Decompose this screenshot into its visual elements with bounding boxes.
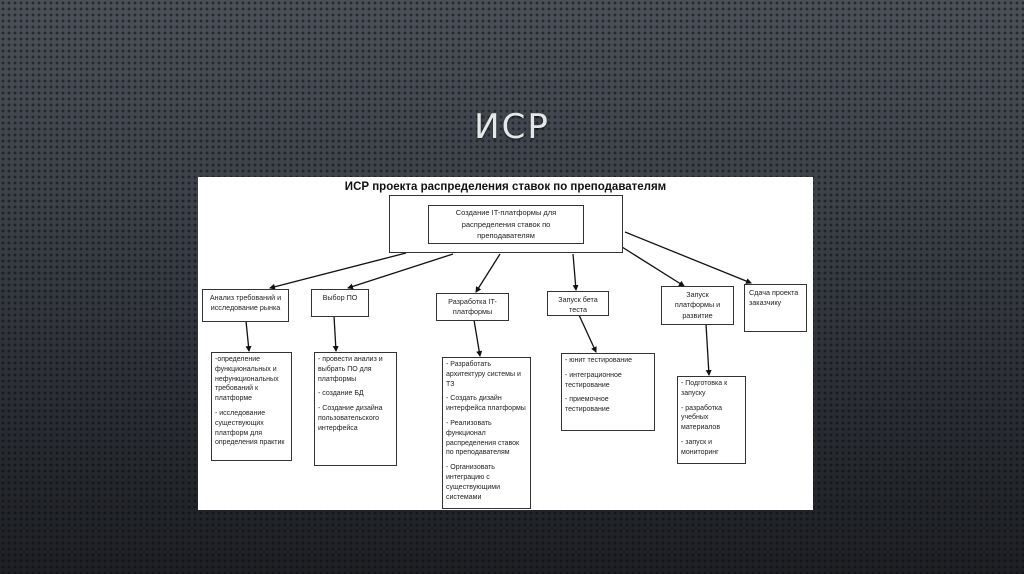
- connector-root-phase-6: [624, 231, 752, 284]
- task-item: - юнит тестирование: [565, 357, 633, 364]
- root-node-label: Создание IT-платформы для распределения …: [455, 208, 557, 241]
- tasks-box-launch: - Подготовка к запуску - разработка учеб…: [677, 376, 746, 464]
- phase-node-software-selection: Выбор ПО: [311, 289, 369, 317]
- wbs-diagram-panel: ИСР проекта распределения ставок по преп…: [198, 177, 813, 510]
- tasks-box-development: - Разработать архитектуру системы и ТЗ -…: [442, 357, 531, 509]
- connector-root-phase-3: [475, 253, 501, 293]
- task-item: - приемочное тестирование: [565, 396, 610, 414]
- connector-phase-2-tasks: [332, 315, 339, 352]
- task-item: - разработка учебных материалов: [681, 404, 723, 432]
- phase-label: Анализ требований и исследование рынка: [209, 293, 282, 313]
- phase-label: Запуск бета теста: [558, 295, 598, 315]
- task-item: - провести анализ и выбрать ПО для платф…: [318, 356, 383, 383]
- phase-node-launch: Запуск платформы и развитие: [661, 286, 734, 325]
- tasks-box-beta-test: - юнит тестирование - интеграционное тес…: [561, 353, 655, 431]
- phase-label: Выбор ПО: [322, 293, 358, 302]
- connector-root-phase-5: [621, 246, 685, 287]
- task-item: - исследование существующих платформ для…: [215, 409, 285, 447]
- connector-root-phase-2: [347, 253, 454, 290]
- diagram-title: ИСР проекта распределения ставок по преп…: [344, 181, 667, 193]
- connector-phase-1-tasks: [245, 320, 252, 352]
- task-item: - Подготовка к запуску: [681, 380, 728, 397]
- phase-node-analysis: Анализ требований и исследование рынка: [202, 289, 289, 322]
- connector-layer: [245, 231, 752, 376]
- connector-root-phase-1: [269, 252, 407, 290]
- task-item: - Создать дизайн интерфейса платформы: [446, 395, 526, 413]
- task-item: - запуск и мониторинг: [681, 438, 719, 456]
- root-node: Создание IT-платформы для распределения …: [428, 205, 584, 244]
- phase-label: Запуск платформы и развитие: [674, 290, 721, 320]
- tasks-box-software-selection: - провести анализ и выбрать ПО для платф…: [314, 352, 397, 466]
- task-item: - Реализовать функционал распределения с…: [446, 419, 520, 457]
- phase-node-handover: Сдача проекта заказчику: [744, 284, 807, 332]
- connector-phase-5-tasks: [705, 323, 712, 376]
- task-item: - Организовать интеграцию с существующим…: [446, 464, 500, 501]
- task-item: - интеграционное тестирование: [565, 371, 622, 389]
- connector-phase-4-tasks: [578, 314, 597, 353]
- phase-label: Разработка IT-платформы: [448, 297, 497, 317]
- connector-phase-3-tasks: [473, 319, 483, 357]
- task-item: - Разработать архитектуру системы и ТЗ: [446, 361, 521, 388]
- slide-title: ИСР: [474, 107, 550, 147]
- task-item: - создание БД: [318, 390, 364, 398]
- phase-node-beta-test: Запуск бета теста: [547, 291, 609, 316]
- phase-label: Сдача проекта заказчику: [749, 288, 799, 308]
- task-item: -определение функциональных и нефункцион…: [215, 356, 279, 403]
- connector-root-phase-4: [572, 253, 579, 291]
- phase-node-development: Разработка IT-платформы: [436, 293, 509, 321]
- tasks-box-analysis: -определение функциональных и нефункцион…: [211, 352, 292, 461]
- task-item: - Создание дизайна пользовательского инт…: [318, 405, 383, 432]
